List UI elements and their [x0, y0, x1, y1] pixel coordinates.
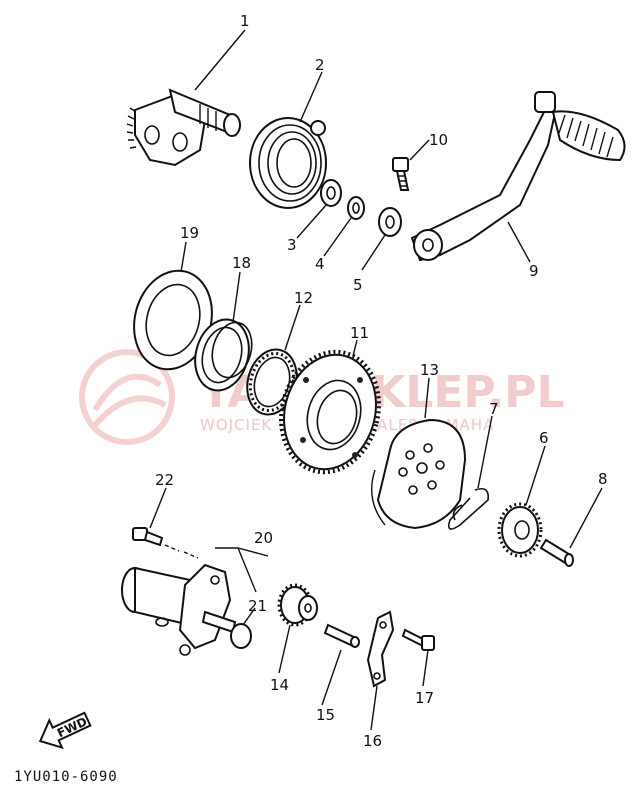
- part-13-plate: [371, 418, 467, 530]
- part-label-6: 6: [539, 429, 549, 447]
- part-label-20: 20: [254, 529, 273, 547]
- part-label-13: 13: [420, 361, 439, 379]
- part-22-screw: [132, 527, 199, 559]
- part-6-gear: [497, 502, 543, 558]
- part-17-bolt: [401, 628, 435, 651]
- part-label-21: 21: [248, 597, 267, 615]
- part-label-19: 19: [180, 224, 199, 242]
- watermark-logo-icon: [79, 349, 175, 445]
- part-label-17: 17: [415, 689, 434, 707]
- part-label-2: 2: [315, 56, 325, 74]
- part-20-starter-motor: [121, 563, 237, 656]
- part-label-7: 7: [489, 400, 499, 418]
- part-8-pin: [539, 538, 574, 567]
- part-label-5: 5: [353, 276, 363, 294]
- part-10-bolt: [392, 157, 410, 191]
- part-4-circlip: [347, 196, 365, 220]
- part-label-12: 12: [294, 289, 313, 307]
- part-label-3: 3: [287, 236, 297, 254]
- part-label-11: 11: [350, 324, 369, 342]
- part-18-collar: [194, 318, 253, 392]
- part-5-washer: [378, 207, 402, 237]
- part-14-idler-gear: [277, 583, 318, 627]
- part-label-4: 4: [315, 255, 325, 273]
- part-label-9: 9: [529, 262, 539, 280]
- part-label-8: 8: [598, 470, 608, 488]
- part-label-16: 16: [363, 732, 382, 750]
- part-label-22: 22: [155, 471, 174, 489]
- fwd-arrow-icon: [38, 711, 92, 750]
- part-label-1: 1: [240, 12, 250, 30]
- part-21-o-ring: [230, 623, 252, 649]
- part-15-shaft: [323, 623, 360, 648]
- part-label-10: 10: [429, 131, 448, 149]
- part-11-ratchet-wheel: [279, 349, 381, 475]
- leader-lines: [149, 29, 603, 731]
- part-7-spring-clip: [447, 487, 490, 530]
- drawing-code: 1YU010-6090: [14, 769, 118, 785]
- part-16-bracket: [366, 610, 395, 688]
- part-9-kick-crank: [410, 91, 626, 262]
- part-label-18: 18: [232, 254, 251, 272]
- part-1-kick-axle: [126, 88, 241, 167]
- part-2-spring: [249, 117, 327, 209]
- part-3-washer: [320, 179, 342, 207]
- part-label-14: 14: [270, 676, 289, 694]
- part-label-15: 15: [316, 706, 335, 724]
- fwd-arrow: FWD: [38, 711, 92, 750]
- part-labels: 1 2 3 4 5 6 7 8 9 10 11 12 13 14 15 16 1…: [155, 12, 608, 750]
